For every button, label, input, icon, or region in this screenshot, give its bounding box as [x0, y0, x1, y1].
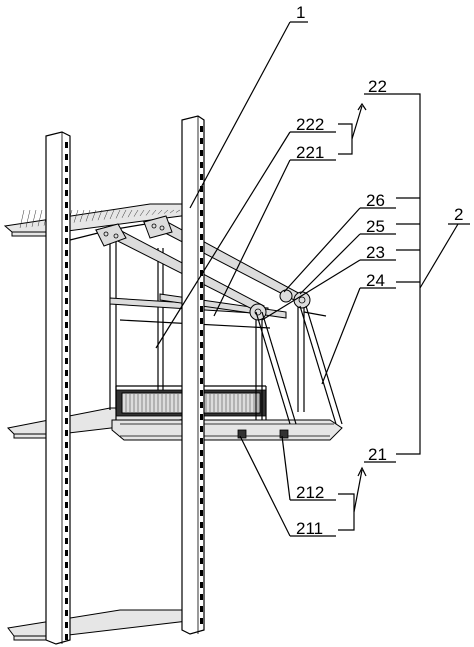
- label-221: 221: [296, 143, 324, 162]
- label-22: 22: [368, 77, 387, 96]
- label-21: 21: [368, 445, 387, 464]
- upright-post-left: [45, 131, 71, 645]
- label-23: 23: [366, 243, 385, 262]
- label-211: 211: [296, 519, 323, 538]
- reference-labels: 1 222 221 22 26 25 23 24 2 21 212 211: [296, 3, 463, 538]
- label-26: 26: [366, 191, 385, 210]
- platform-base-21: [111, 385, 343, 441]
- upright-post-right: [181, 115, 205, 635]
- bottom-shelf-board: [7, 609, 197, 641]
- label-25: 25: [366, 217, 385, 236]
- leader-lines: [155, 21, 470, 537]
- label-212: 212: [296, 483, 324, 502]
- label-222: 222: [296, 115, 324, 134]
- label-1: 1: [296, 3, 305, 22]
- label-2: 2: [454, 205, 463, 224]
- label-24: 24: [366, 271, 385, 290]
